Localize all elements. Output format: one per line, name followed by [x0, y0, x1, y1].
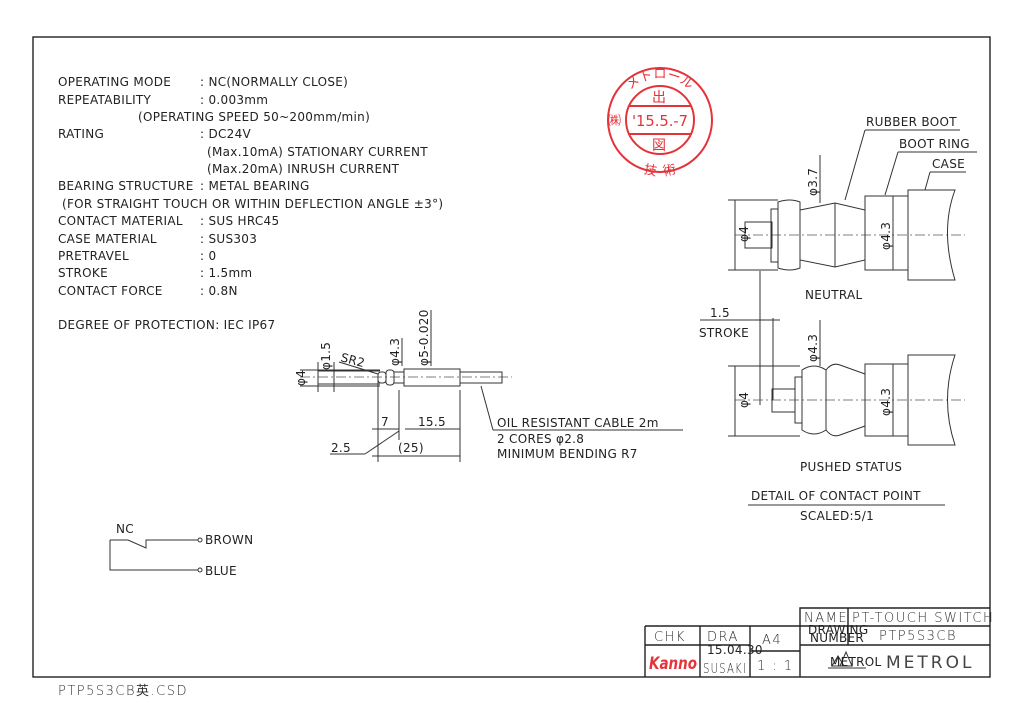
approval-stamp: 出 '15.5.-7 図 メトロール ㈱ 技 術 [607, 67, 713, 180]
dim-d4-neutral: φ4 [737, 226, 751, 242]
scale-value: 1 : 1 [757, 659, 794, 674]
dim-d43-pushed: φ4.3 [879, 388, 893, 416]
title-block: NAME PT-TOUCH SWITCH DRAWING NUMBER PTP5… [644, 607, 994, 677]
stroke-dim: 1.5 [710, 306, 730, 320]
detail-scale: SCALED:5/1 [800, 509, 874, 523]
cable-note-1: OIL RESISTANT CABLE 2m [497, 416, 659, 430]
dim-2-5: 2.5 [331, 441, 351, 455]
wire-brown: BROWN [205, 533, 253, 547]
dim-d43-neutral: φ4.3 [879, 222, 893, 250]
spec-label: STROKE [58, 266, 108, 280]
spec-value: : 0.003mm [200, 93, 268, 107]
stamp-date: '15.5.-7 [632, 112, 688, 130]
spec-value: : DC24V [200, 127, 252, 141]
sheet-border [32, 36, 991, 678]
drawing-name: PT-TOUCH SWITCH [852, 611, 994, 626]
stamp-bottom-wrap: 技 術 [643, 162, 678, 179]
spec-label: RATING [58, 127, 104, 141]
metrol-logo: METROL [828, 650, 882, 669]
cable-note-2: 2 CORES φ2.8 [497, 432, 584, 446]
switch-outline-view: φ4 φ1.5 SR2 φ4.3 φ5-0.020 7 15.5 2.5 (25… [294, 309, 683, 462]
dim-15-5: 15.5 [418, 415, 446, 429]
dim-sr: SR2 [339, 350, 366, 370]
dim-d4-pushed: φ4 [737, 392, 751, 408]
dim-tip-diameter: φ1.5 [319, 342, 333, 370]
spec-label: OPERATING MODE [58, 75, 171, 89]
spec-value: (Max.10mA) STATIONARY CURRENT [207, 145, 428, 159]
name-label: NAME [804, 611, 848, 626]
spec-value: : METAL BEARING [200, 179, 310, 193]
spec-label: BEARING STRUCTURE [58, 179, 194, 193]
chk-label: CHK [654, 630, 686, 645]
label-neutral: NEUTRAL [805, 288, 863, 302]
spec-label: PRETRAVEL [58, 249, 129, 263]
stamp-mid2: 図 [652, 138, 666, 154]
spec-value: : 0.8N [200, 284, 238, 298]
spec-value: : 0 [200, 249, 216, 263]
spec-label: CONTACT FORCE [58, 284, 163, 298]
spec-label: REPEATABILITY [58, 93, 152, 107]
detail-pushed-view: 1.5 STROKE φ4 φ4.3 φ4.3 PUSHED STATUS DE… [699, 271, 965, 523]
dra-label: DRA [707, 630, 739, 645]
detail-title: DETAIL OF CONTACT POINT [751, 489, 921, 503]
dim-probe-diameter: φ4 [294, 370, 308, 386]
checker-signature: Kanno [649, 654, 697, 674]
cable-note-3: MINIMUM BENDING R7 [497, 447, 638, 461]
dim-d37: φ3.7 [806, 168, 820, 196]
label-rubber-boot: RUBBER BOOT [866, 115, 957, 129]
stamp-mid1: 出 [652, 90, 666, 106]
spec-value: (FOR STRAIGHT TOUCH OR WITHIN DEFLECTION… [62, 197, 443, 211]
wire-blue: BLUE [205, 564, 237, 578]
protection-rating: DEGREE OF PROTECTION: IEC IP67 [58, 318, 275, 332]
drafter-name: SUSAKI [703, 662, 747, 677]
stamp-bottom: 技 術 [643, 162, 678, 179]
label-boot-ring: BOOT RING [899, 137, 970, 151]
company-name: METROL [886, 653, 974, 673]
dim-neck-diameter: φ4.3 [388, 338, 402, 366]
spec-value: : NC(NORMALLY CLOSE) [200, 75, 348, 89]
stamp-left: ㈱ [608, 114, 621, 129]
circuit-nc-label: NC [116, 522, 134, 536]
paper-size: A4 [762, 633, 782, 648]
spec-label: CONTACT MATERIAL [58, 214, 183, 228]
draft-date: 15.04.30 [707, 643, 763, 657]
detail-neutral-view: φ4 φ3.7 φ4.3 RUBBER BOOT BOOT RING CASE … [728, 115, 977, 302]
drawing-number-label-1: DRAWING [808, 623, 868, 637]
spec-value: : 1.5mm [200, 266, 252, 280]
spec-value: : SUS303 [200, 232, 257, 246]
dim-body-diameter: φ5-0.020 [417, 309, 431, 366]
drawing-number-label-2: NUMBER [810, 631, 864, 645]
dim-7: 7 [381, 415, 389, 429]
file-name: PTP5S3CB英.CSD [58, 684, 188, 699]
spec-value: (OPERATING SPEED 50~200mm/min) [138, 110, 370, 124]
logo-text: METROL [830, 655, 882, 669]
spec-label: CASE MATERIAL [58, 232, 157, 246]
dim-d43-top: φ4.3 [806, 334, 820, 362]
label-case: CASE [932, 157, 965, 171]
drawing-number: PTP5S3CB [879, 629, 957, 644]
circuit-diagram: NC BROWN BLUE [109, 522, 253, 578]
stroke-label: STROKE [699, 326, 749, 340]
spec-list: OPERATING MODE : NC(NORMALLY CLOSE) REPEA… [58, 75, 443, 332]
spec-value: : SUS HRC45 [200, 214, 279, 228]
dim-25: (25) [398, 441, 424, 455]
label-pushed-status: PUSHED STATUS [800, 460, 902, 474]
spec-value: (Max.20mA) INRUSH CURRENT [207, 162, 400, 176]
